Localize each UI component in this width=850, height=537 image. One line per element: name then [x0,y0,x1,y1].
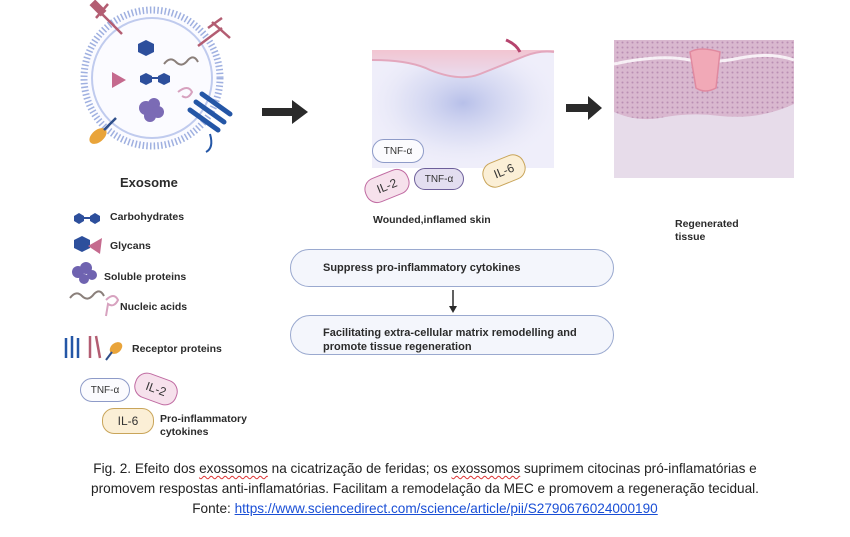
caption-source-prefix: Fonte: [192,501,235,516]
legend-receptor-proteins: Receptor proteins [132,343,222,355]
caption-line1-part1: Fig. 2. Efeito dos [93,461,200,476]
step-suppress-cytokines: Suppress pro-inflammatory cytokines [290,249,614,287]
legend-pro-inflammatory-line2: cytokines [160,426,209,438]
caption-line1-part3: suprimem citocinas pró-inflamatórias e [520,461,757,476]
exosome-label: Exosome [120,175,178,190]
legend-tnf-pill: TNF-α [80,378,130,402]
caption-line1-part2: na cicatrização de feridas; os [267,461,452,476]
step-suppress-cytokines-text: Suppress pro-inflammatory cytokines [323,262,521,274]
source-link[interactable]: https://www.sciencedirect.com/science/ar… [234,501,658,516]
legend-il6-pill: IL-6 [102,408,154,434]
regenerated-tissue-label: Regenerated tissue [675,218,739,244]
receptor-proteins-icon [64,335,123,361]
legend-carbohydrates: Carbohydrates [110,211,185,223]
legend-glycans: Glycans [110,240,151,252]
arrow-1-icon [262,100,308,124]
caption-line1: Fig. 2. Efeito dos exossomos na cicatriz… [0,459,850,479]
regenerated-tissue-line2: tissue [675,231,706,243]
caption-line2: promovem respostas anti-inflamatórias. F… [91,481,759,496]
legend-pro-inflammatory: Pro-inflammatory cytokines [160,413,247,439]
wound-tnf-pill-2: TNF-α [414,168,464,190]
regenerated-tissue-line1: Regenerated [675,218,739,230]
wounded-skin-label: Wounded,inflamed skin [373,214,491,226]
step-ecm-remodelling: Facilitating extra-cellular matrix remod… [290,315,614,355]
caption-spellcheck-word-1: exossomos [199,461,268,476]
carbohydrates-icon [74,213,100,224]
soluble-proteins-icon [72,262,97,284]
step-ecm-line1: Facilitating extra-cellular matrix remod… [323,327,577,339]
legend-soluble-proteins: Soluble proteins [104,271,187,283]
caption-spellcheck-word-2: exossomos [451,461,521,476]
figure-caption: Fig. 2. Efeito dos exossomos na cicatriz… [0,459,850,519]
exosome-diagram [64,0,795,361]
arrow-2-icon [566,96,602,120]
legend-nucleic-acids: Nucleic acids [120,301,188,313]
legend-pro-inflammatory-line1: Pro-inflammatory [160,413,247,425]
caption-source: Fonte: https://www.sciencedirect.com/sci… [0,499,850,519]
step-ecm-line2: promote tissue regeneration [323,341,472,353]
glycans-icon [74,236,102,254]
exosome-vesicle-icon [80,0,233,153]
nucleic-acids-icon [69,290,120,317]
wound-tnf-pill: TNF-α [372,139,424,163]
regenerated-tissue-illustration [613,40,795,178]
